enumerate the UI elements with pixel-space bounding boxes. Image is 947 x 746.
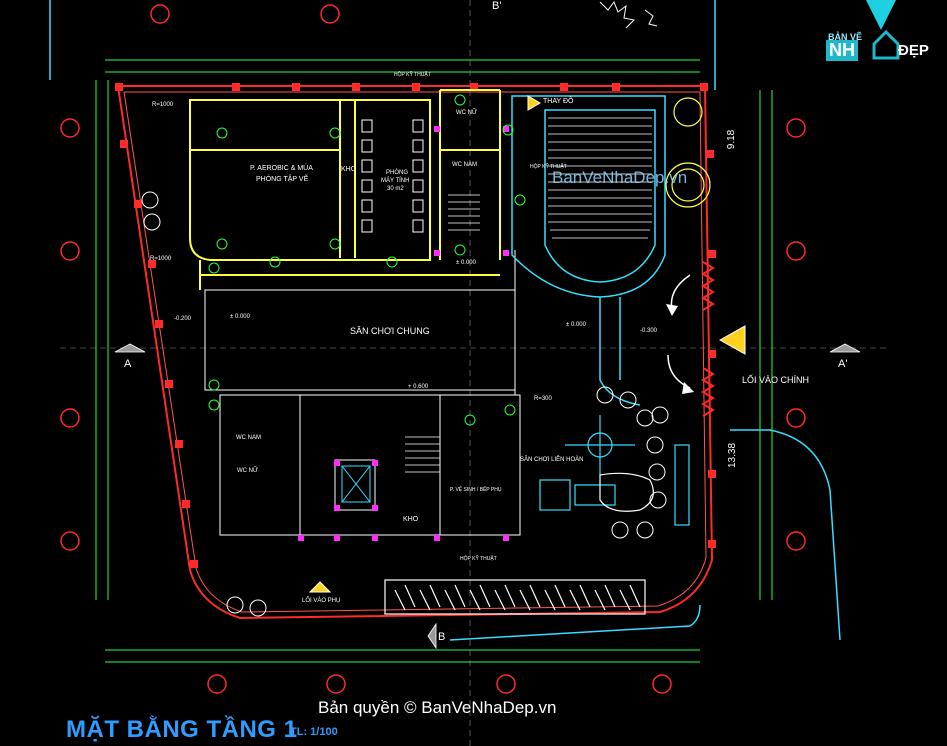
walls-white [204,250,521,536]
level-1: -0.200 [174,316,192,322]
level-7: R=1000 [152,102,174,108]
structural-nodes [298,126,509,541]
copyright-text: Bản quyền © BanVeNhaDep.vn [318,698,557,717]
tree-top-right [599,0,658,29]
logo-nh-text: NH [826,40,858,61]
drawing-scale: TL: 1/100 [290,726,338,738]
section-marker-right: A' [838,358,848,370]
dimension-right-upper: 9.18 [726,129,738,150]
room-computer-2: MÁY TÍNH [381,178,410,184]
axis-lines [60,0,890,746]
room-wc-nu-top: WC NỮ [456,110,478,116]
doors-fixtures [208,94,526,426]
site-boundary [116,85,714,620]
level-9: R=300 [534,396,552,402]
round-planters [665,97,711,208]
drawing-title: MẶT BẰNG TẦNG 1 [66,716,298,743]
arrow-heads [666,304,694,394]
amphitheatre [511,95,666,406]
level-8: R=1000 [150,256,172,262]
entrance-markers [308,95,746,593]
walls-top [189,89,501,290]
room-play: SÂN CHƠI LIÊN HOÀN [520,457,584,463]
label-side-entry: LỐI VÀO PHỤ [302,598,341,604]
stairs [405,194,480,473]
room-yard: SÂN CHƠI CHUNG [350,326,430,336]
road-edge [49,0,841,641]
bike-parking [384,579,646,615]
room-wc-nam-bot: WC NAM [236,435,261,441]
site-logo: BẢN VẼ NH ĐẸP [826,0,944,64]
section-marker-bottom: B [438,631,446,643]
trees [141,191,669,617]
section-marker-top: B' [492,0,502,12]
bleacher-steps [548,117,652,239]
section-markers [114,343,861,650]
elevator [341,465,371,503]
room-kho-bot: KHO [403,516,419,523]
room-wc-nu-bot: WC NỮ [237,468,259,474]
entry-arrows [667,274,691,389]
room-changing: THAY ĐỒ [543,98,574,105]
level-3: ± 0.000 [456,260,476,266]
entrance-ramps [701,261,715,417]
logo-top-text: BẢN VẼ [828,32,863,42]
watermark-text: BanVeNhaDep.vn [552,168,688,187]
room-computer: PHÒNG [386,170,409,176]
columns [115,83,716,568]
room-wc-nam-top: WC NAM [452,162,477,168]
label-main-entry: LỐI VÀO CHÍNH [742,375,810,385]
room-kt-top: HỘP KỸ THUẬT [394,72,431,78]
playground [539,415,690,526]
room-kho-top: KHO [341,166,357,173]
dimension-right-lower: 13.38 [727,442,739,469]
room-aerobic-2: PHÒNG TẬP VẼ [256,176,309,183]
room-service: P. VỆ SINH / BẾP PHỤ [450,487,502,493]
level-2: ± 0.000 [230,314,250,320]
grid-bubbles [60,4,806,694]
level-5: + 0.600 [408,384,429,390]
room-computer-3: 30 m2 [387,186,404,192]
logo-dep-text: ĐẸP [898,42,929,59]
level-4: -0.300 [640,328,658,334]
house-icon [866,0,900,60]
level-6: ± 0.000 [566,322,586,328]
room-kt-right: HỘP KỸ THUẬT [530,164,567,170]
room-aerobic: P. AEROBIC & MÚA [250,165,313,172]
dimension-lines [95,59,773,663]
section-marker-left: A [124,358,132,370]
computer-desks [361,119,424,233]
room-kt-bot: HỘP KỸ THUẬT [460,556,497,562]
